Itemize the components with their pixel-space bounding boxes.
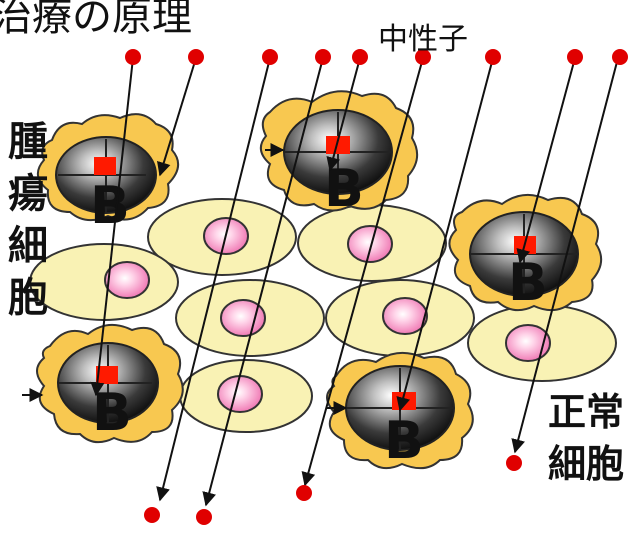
neutron-dot — [415, 49, 431, 65]
neutron-path — [516, 57, 576, 264]
neutron-dot — [315, 49, 331, 65]
normal-cell — [175, 279, 325, 357]
neutron-dot — [125, 49, 141, 65]
normal-label-line: 細胞 — [547, 442, 624, 486]
neutron-dot — [485, 49, 501, 65]
neutron-path — [157, 57, 197, 177]
neutron-path — [396, 57, 494, 412]
neutron-dot — [352, 49, 368, 65]
tumor-cell: B — [37, 113, 179, 236]
neutron-path — [511, 57, 619, 454]
tumor-cell: B — [326, 351, 474, 471]
neutron-path — [326, 57, 361, 172]
neutron-layer-bottom — [144, 455, 522, 525]
neutron-path — [90, 57, 134, 397]
boron-symbol: B — [90, 176, 130, 236]
normal-cell — [325, 279, 475, 357]
neutron-path-layer — [22, 57, 619, 507]
neutron-label: 中性子 — [378, 22, 468, 57]
neutron-dot — [296, 485, 312, 501]
normal-cell — [467, 304, 617, 382]
neutron-dot — [262, 49, 278, 65]
tumor-label-char: 胞 — [8, 275, 48, 321]
neutron-dot — [188, 49, 204, 65]
tumor-label-char: 細 — [8, 223, 48, 269]
normal-cell — [29, 243, 179, 321]
boron-symbol: B — [384, 411, 424, 471]
neutron-path — [202, 57, 324, 507]
boron-symbol: B — [508, 253, 548, 313]
boron-symbol: B — [92, 383, 132, 443]
diagram-title: 治療の原理 — [0, 0, 192, 40]
neutron-dot — [567, 49, 583, 65]
neutron-dot — [144, 507, 160, 523]
tumor-cell: B — [36, 323, 184, 444]
neutron-dot — [506, 455, 522, 471]
normal-cell-label: 正常 細胞 — [524, 386, 624, 490]
normal-cell — [179, 359, 313, 433]
tumor-cell-label: 腫 瘍 細 胞 — [8, 116, 52, 324]
neutron-path — [301, 57, 424, 487]
neutron-dot — [196, 509, 212, 525]
normal-label-line: 正常 — [547, 390, 624, 434]
tumor-label-char: 瘍 — [8, 171, 48, 217]
tumor-label-char: 腫 — [8, 119, 48, 165]
tumor-cell: B — [259, 90, 419, 219]
neutron-layer-top — [125, 49, 628, 65]
normal-cell-layer — [29, 198, 617, 433]
neutron-path — [156, 57, 271, 502]
neutron-dot — [612, 49, 628, 65]
